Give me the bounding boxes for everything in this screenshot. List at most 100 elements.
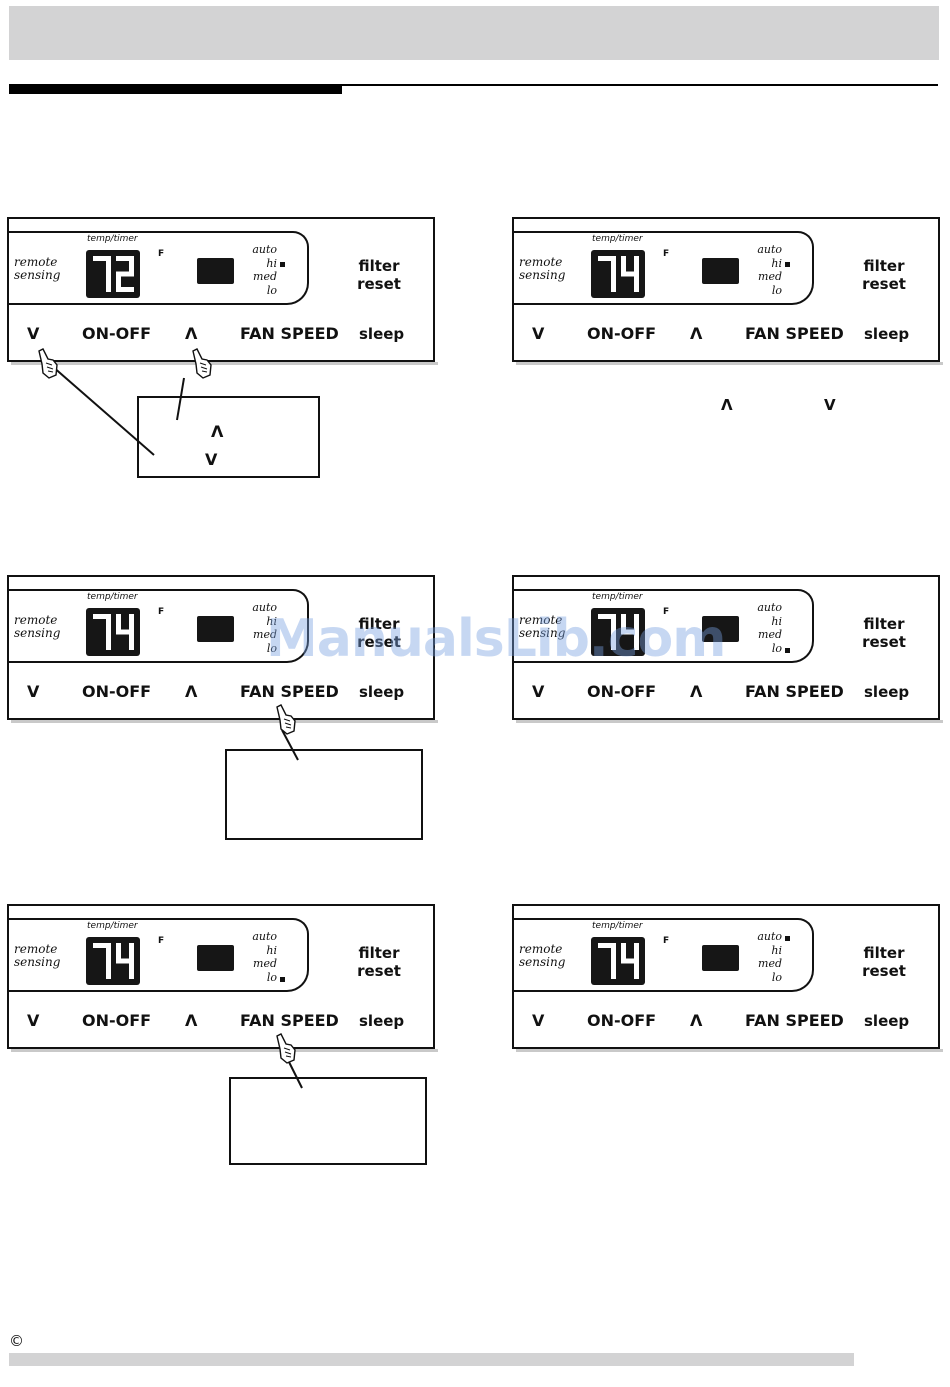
filter-label: filter [358,615,400,633]
temp-up-button[interactable]: Λ [185,324,198,343]
on-off-button[interactable]: ON-OFF [82,324,152,343]
on-off-button[interactable]: ON-OFF [82,682,152,701]
digit-segment [611,256,616,274]
secondary-display [197,945,234,971]
fan-med-label: med [758,628,782,641]
remote-label: remote [519,613,563,627]
fan-hi-label: hi [771,256,782,270]
digit-segment [611,961,616,979]
fan-auto-label: auto [757,601,782,614]
temp-up-button[interactable]: Λ [185,682,198,701]
digit-segment [129,256,134,274]
temp-down-button[interactable]: V [27,1011,40,1030]
sensing-label: sensing [14,955,61,969]
digit-segment [611,632,616,650]
sleep-button[interactable]: sleep [864,683,910,701]
header-bar [9,6,939,60]
sleep-button[interactable]: sleep [359,683,405,701]
temperature-display [86,937,140,985]
temp-down-button[interactable]: V [532,324,545,343]
digit-segment [621,958,639,964]
digit-segment [129,961,134,979]
callout-up-symbol: Λ [211,422,224,441]
remote-sensing-label[interactable]: remote sensing [519,256,565,282]
unit-label: F [663,249,670,259]
filter-reset-button[interactable]: filter reset [339,944,419,980]
fan-speed-button[interactable]: FAN SPEED [240,682,339,701]
fan-auto-label: auto [252,243,277,256]
temp-down-button[interactable]: V [27,682,40,701]
on-off-button[interactable]: ON-OFF [82,1011,152,1030]
digit-segment [598,614,616,619]
filter-reset-button[interactable]: filter reset [339,615,419,651]
filter-reset-button[interactable]: filter reset [339,257,419,293]
fan-indicator [280,977,285,982]
fan-speed-button[interactable]: FAN SPEED [745,682,844,701]
fan-speed-labels: auto hi med lo [241,243,277,297]
filter-reset-button[interactable]: filter reset [844,944,924,980]
sensing-label: sensing [14,626,61,640]
fan-hi-label: hi [771,614,782,628]
fan-hi-label: hi [266,614,277,628]
filter-reset-button[interactable]: filter reset [844,615,924,651]
temp-up-button[interactable]: Λ [185,1011,198,1030]
digit-segment [93,256,111,261]
fan-speed-button[interactable]: FAN SPEED [745,324,844,343]
digit-segment [634,256,639,274]
temp-up-button[interactable]: Λ [690,682,703,701]
sleep-button[interactable]: sleep [864,325,910,343]
digit-segment [621,943,626,961]
sleep-button[interactable]: sleep [864,1012,910,1030]
temp-down-button[interactable]: V [27,324,40,343]
sleep-button[interactable]: sleep [359,325,405,343]
control-panel-5: remote sensing temp/timer F auto hi med … [7,904,438,1052]
remote-sensing-label[interactable]: remote sensing [14,943,60,969]
secondary-display [197,258,234,284]
remote-sensing-label[interactable]: remote sensing [14,256,60,282]
temp-down-button[interactable]: V [532,1011,545,1030]
seven-segment-digits [93,943,134,979]
fan-speed-button[interactable]: FAN SPEED [745,1011,844,1030]
digit-segment [598,256,616,261]
on-off-button[interactable]: ON-OFF [587,1011,657,1030]
remote-sensing-label[interactable]: remote sensing [519,943,565,969]
filter-label: filter [863,944,905,962]
control-panel-2: remote sensing temp/timer F auto hi med … [512,217,943,365]
reset-label: reset [357,962,401,980]
fan-speed-button[interactable]: FAN SPEED [240,1011,339,1030]
fan-lo-label: lo [266,970,277,984]
on-off-button[interactable]: ON-OFF [587,682,657,701]
fan-med-label: med [253,957,277,970]
temperature-display [591,608,645,656]
fan-lo-label: lo [771,283,782,297]
remote-sensing-label[interactable]: remote sensing [14,614,60,640]
fan-speed-labels: auto hi med lo [746,930,782,984]
remote-sensing-label[interactable]: remote sensing [519,614,565,640]
sleep-button[interactable]: sleep [359,1012,405,1030]
digit-segment [116,256,134,261]
fan-med-label: med [253,628,277,641]
control-panel-6: remote sensing temp/timer F auto hi med … [512,904,943,1052]
temp-up-button[interactable]: Λ [690,1011,703,1030]
fan-auto-label: auto [757,930,782,943]
filter-reset-button[interactable]: filter reset [844,257,924,293]
digit-segment [611,943,616,961]
control-panel-3: remote sensing temp/timer F auto hi med … [7,575,438,723]
callout-fan-speed-1 [225,749,423,840]
digit-segment [116,271,134,277]
remote-label: remote [14,255,58,269]
fan-speed-labels: auto hi med lo [746,601,782,655]
unit-label: F [158,936,165,946]
digit-segment [106,632,111,650]
fan-speed-button[interactable]: FAN SPEED [240,324,339,343]
display-area [7,589,309,663]
temp-down-button[interactable]: V [532,682,545,701]
on-off-button[interactable]: ON-OFF [587,324,657,343]
text-up-symbol: Λ [721,396,733,414]
temp-up-button[interactable]: Λ [690,324,703,343]
display-area [512,231,814,305]
fan-med-label: med [758,957,782,970]
digit-segment [93,943,111,948]
fan-auto-label: auto [252,601,277,614]
fan-lo-label: lo [771,970,782,984]
